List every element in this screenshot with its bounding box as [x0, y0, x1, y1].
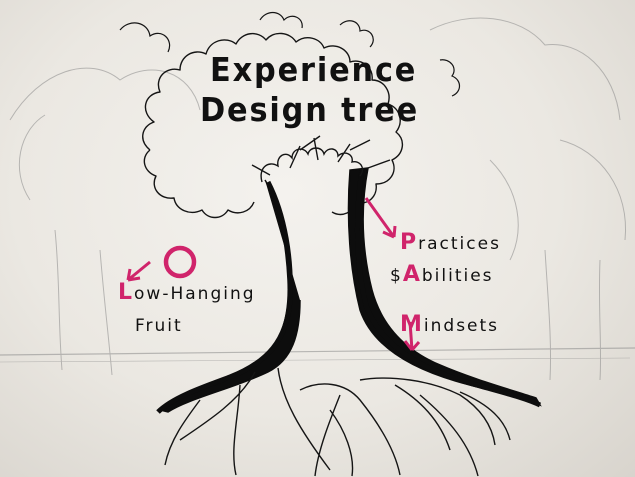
canopy-outline: [142, 32, 403, 219]
mindsets-label: Mindsets: [400, 312, 499, 337]
canopy-detail: [119, 11, 461, 97]
title-line-2: Design tree: [200, 90, 420, 129]
fruit-arrow: [126, 260, 151, 282]
mindsets-arrow: [403, 321, 421, 351]
practices-rest: ractices: [418, 234, 501, 254]
fruit-label: Fruit: [135, 316, 183, 336]
mindsets-initial: M: [400, 312, 424, 337]
abilities-rest: bilities: [421, 266, 494, 286]
title-line-1: Experience: [210, 50, 418, 89]
low-hanging-label: Low-Hanging: [118, 280, 256, 305]
mindsets-rest: indsets: [423, 316, 500, 336]
fruit-circle: [163, 245, 197, 279]
trunk-left-edge: [156, 180, 293, 414]
low-hanging-rest: ow-Hanging: [134, 284, 256, 304]
abilities-initial: A: [402, 262, 422, 287]
trunk-right-edge: [354, 169, 542, 408]
abilities-label: $Abilities: [390, 262, 494, 287]
faint-background-trees: [0, 17, 635, 381]
practices-initial: P: [400, 230, 419, 255]
practices-arrow: [364, 197, 397, 239]
tree-roots: [164, 367, 511, 477]
low-hanging-initial: L: [118, 280, 135, 305]
trunk-top-branches: [251, 135, 391, 183]
abilities-prefix: $: [390, 266, 403, 286]
practices-label: Practices: [400, 230, 501, 255]
